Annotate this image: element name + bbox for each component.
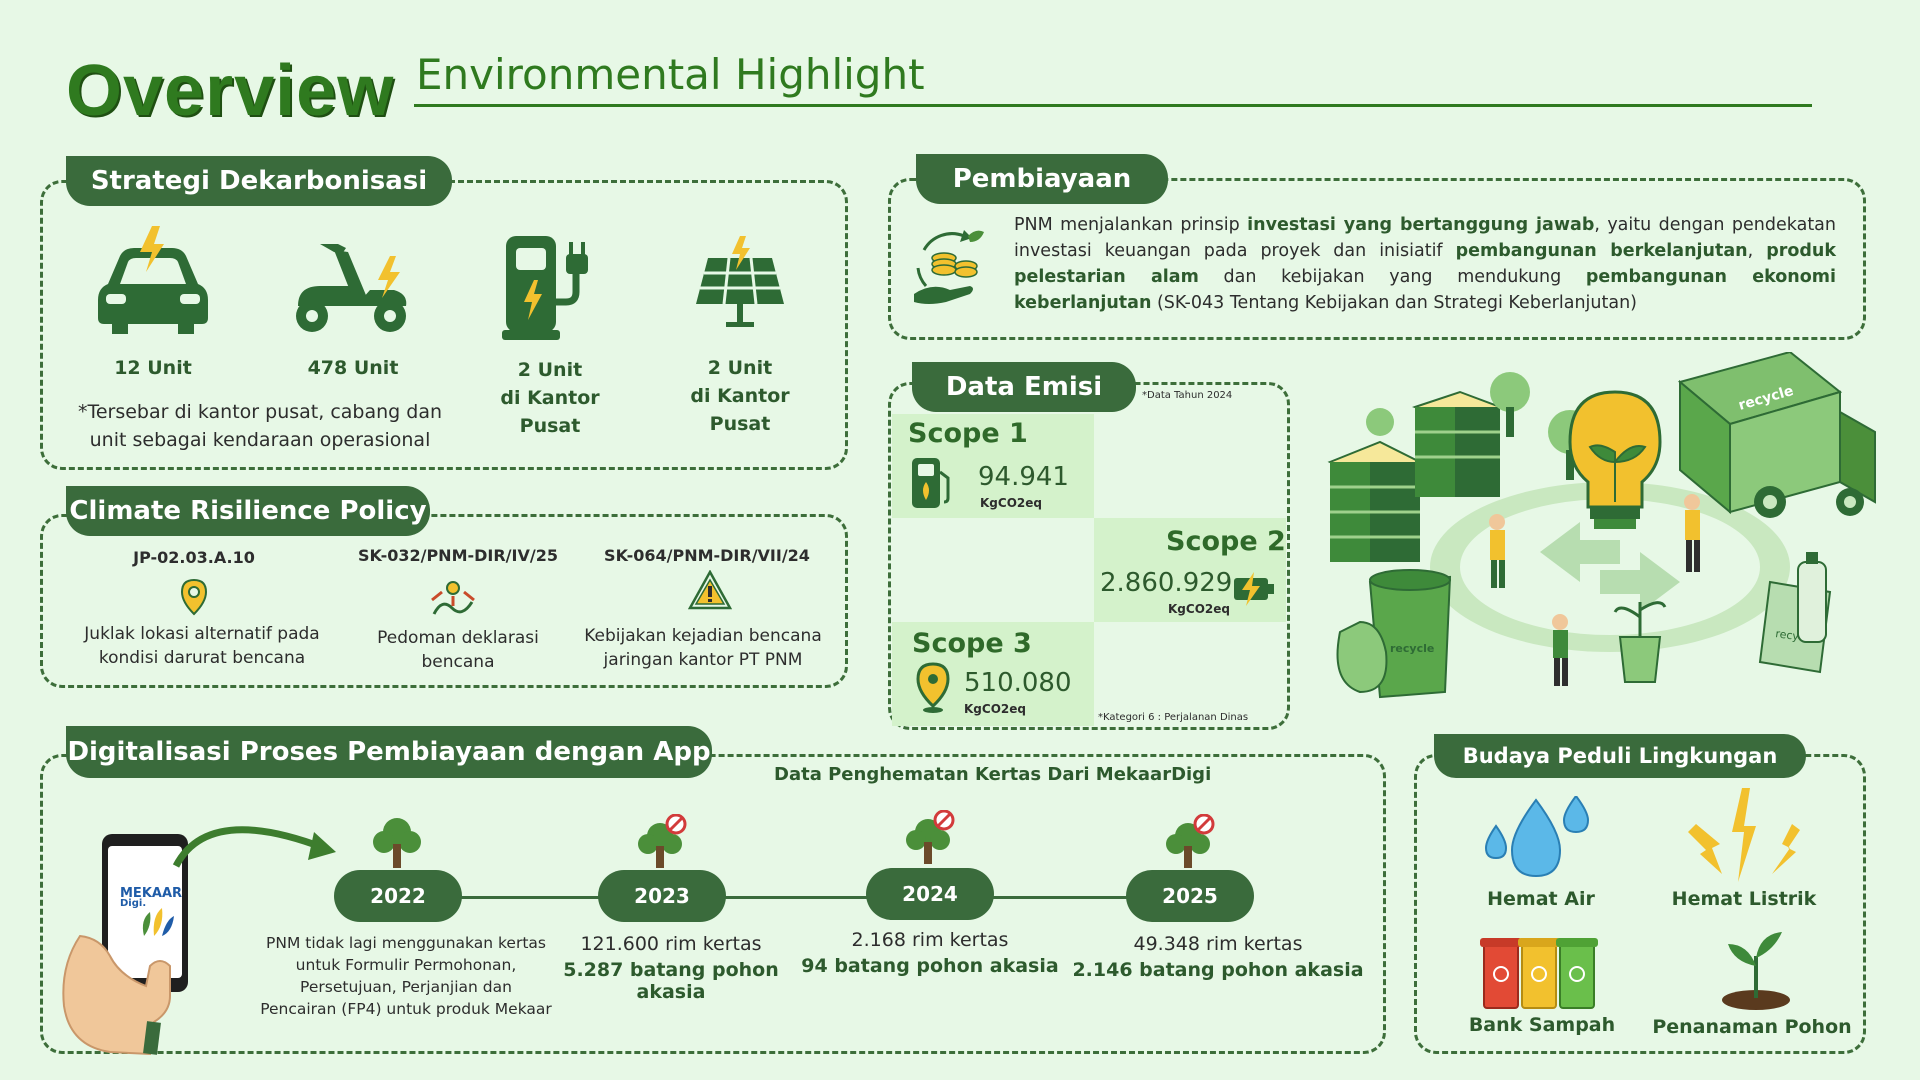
budaya-label-sampah: Bank Sampah bbox=[1468, 1014, 1616, 1036]
timeline-text-2025: 49.348 rim kertas 2.146 batang pohon aka… bbox=[1072, 933, 1364, 981]
strategi-label-scooter: 478 Unit bbox=[307, 357, 399, 379]
warning-icon bbox=[688, 570, 732, 610]
timeline-text-2022: PNM tidak lagi menggunakan kertas untuk … bbox=[260, 934, 552, 1018]
disaster-icon bbox=[431, 581, 475, 615]
title-divider bbox=[414, 104, 1812, 107]
pembiayaan-text-run: , yaitu dengan pendekatan investasi keua… bbox=[1014, 215, 1837, 261]
scope-2-unit: KgCO2eq bbox=[1168, 602, 1230, 616]
recycle-illustration: recycle recycle recycle bbox=[1327, 352, 1876, 699]
policy-desc-3: Kebijakan kejadian bencana jaringan kant… bbox=[584, 626, 822, 670]
sprout-icon bbox=[1722, 932, 1790, 1010]
pembiayaan-text-run: , bbox=[1747, 241, 1767, 261]
page-subtitle: Environmental Highlight bbox=[416, 50, 925, 99]
pembiayaan-text-run: PNM menjalankan prinsip bbox=[1014, 215, 1248, 235]
year-pill-2023: 2023 bbox=[598, 870, 726, 922]
budaya-label-pohon: Penanaman Pohon bbox=[1652, 1016, 1852, 1038]
timeline-text-2024: 2.168 rim kertas 94 batang pohon akasia bbox=[801, 929, 1059, 977]
recycle-bins-icon bbox=[1480, 938, 1598, 1009]
location-pin-icon bbox=[180, 578, 208, 616]
scope-3-title: Scope 3 bbox=[912, 628, 1032, 659]
pembiayaan-text-run: (SK-043 Tentang Kebijakan dan Strategi K… bbox=[1151, 293, 1638, 313]
scope-1-value: 94.941 bbox=[978, 462, 1069, 492]
fuel-pump-icon bbox=[912, 458, 950, 508]
strategi-label-solar: 2 Unit di Kantor Pusat bbox=[690, 357, 790, 435]
scope-2-title: Scope 2 bbox=[1166, 526, 1286, 557]
pembiayaan-panel bbox=[888, 178, 1866, 340]
climate-title: Climate Risilience Policy bbox=[66, 486, 430, 536]
phone-hand-icon bbox=[62, 834, 188, 1056]
solar-panel-icon bbox=[696, 236, 784, 327]
electric-scooter-icon bbox=[296, 244, 407, 332]
pembiayaan-text-run: pembangunan berkelanjutan bbox=[1455, 241, 1748, 261]
tree-cut-icon bbox=[906, 810, 955, 864]
climate-panel bbox=[40, 514, 848, 688]
policy-desc-1: Juklak lokasi alternatif pada kondisi da… bbox=[84, 624, 320, 668]
strategi-note: *Tersebar di kantor pusat, cabang dan un… bbox=[77, 401, 443, 451]
scope-3-unit: KgCO2eq bbox=[964, 702, 1026, 716]
policy-code-3: SK-064/PNM-DIR/VII/24 bbox=[604, 546, 810, 565]
digital-panel bbox=[40, 754, 1386, 1054]
battery-icon bbox=[1234, 572, 1274, 606]
strategi-title: Strategi Dekarbonisasi bbox=[66, 156, 452, 206]
scope-1-title: Scope 1 bbox=[908, 418, 1028, 449]
strategi-label-charger: 2 Unit di Kantor Pusat bbox=[500, 359, 600, 437]
charging-station-icon bbox=[502, 236, 588, 340]
year-pill-2025: 2025 bbox=[1126, 870, 1254, 922]
year-pill-2024: 2024 bbox=[866, 868, 994, 920]
emisi-category-note: *Kategori 6 : Perjalanan Dinas bbox=[1098, 712, 1249, 723]
scope-2-cell bbox=[1094, 518, 1286, 622]
arrow-icon bbox=[172, 826, 336, 868]
year-pill-2022: 2022 bbox=[334, 870, 462, 922]
policy-code-1: JP-02.03.A.10 bbox=[133, 548, 255, 567]
policy-desc-2: Pedoman deklarasi bencana bbox=[377, 628, 539, 672]
scope-3-value: 510.080 bbox=[964, 668, 1072, 698]
budaya-title: Budaya Peduli Lingkungan bbox=[1434, 734, 1806, 778]
app-logo-icon bbox=[142, 908, 174, 936]
scope-1-unit: KgCO2eq bbox=[980, 496, 1042, 510]
scope-3-pin-icon bbox=[916, 662, 950, 713]
investment-coins-icon bbox=[914, 230, 984, 304]
policy-code-2: SK-032/PNM-DIR/IV/25 bbox=[358, 546, 558, 565]
tree-icon bbox=[373, 818, 421, 868]
pembiayaan-text-run: produk pelestarian alam bbox=[1014, 241, 1836, 287]
app-sub: Digi. bbox=[120, 898, 147, 909]
tree-cut-icon bbox=[1166, 814, 1215, 868]
pembiayaan-text-run: dan kebijakan yang mendukung bbox=[1198, 267, 1586, 287]
budaya-label-listrik: Hemat Listrik bbox=[1671, 888, 1817, 910]
pembiayaan-text: PNM menjalankan prinsip investasi yang b… bbox=[1014, 212, 1836, 316]
digital-title: Digitalisasi Proses Pembiayaan dengan Ap… bbox=[66, 726, 712, 778]
page-title: Overview bbox=[66, 51, 395, 131]
digital-subtitle: Data Penghematan Kertas Dari MekaarDigi bbox=[774, 764, 1212, 785]
budaya-label-air: Hemat Air bbox=[1487, 888, 1595, 910]
pembiayaan-text-run: investasi yang bertanggung jawab bbox=[1247, 215, 1595, 235]
pembiayaan-title: Pembiayaan bbox=[916, 154, 1168, 204]
timeline-line bbox=[436, 896, 1176, 899]
timeline-text-2023: 121.600 rim kertas 5.287 batang pohon ak… bbox=[563, 933, 779, 1003]
emisi-year-note: *Data Tahun 2024 bbox=[1142, 390, 1233, 401]
scope-2-value: 2.860.929 bbox=[1100, 568, 1233, 598]
tree-cut-icon bbox=[638, 814, 687, 868]
lightning-icon bbox=[1688, 788, 1800, 882]
bin-label: recycle bbox=[1390, 642, 1434, 655]
electric-car-icon bbox=[98, 226, 208, 334]
app-name: MEKAAR bbox=[120, 886, 183, 901]
water-drops-icon bbox=[1484, 796, 1590, 878]
pembiayaan-text-run: pembangunan ekonomi keberlanjutan bbox=[1014, 267, 1836, 313]
emisi-title: Data Emisi bbox=[912, 362, 1136, 412]
strategi-label-car: 12 Unit bbox=[114, 357, 192, 379]
